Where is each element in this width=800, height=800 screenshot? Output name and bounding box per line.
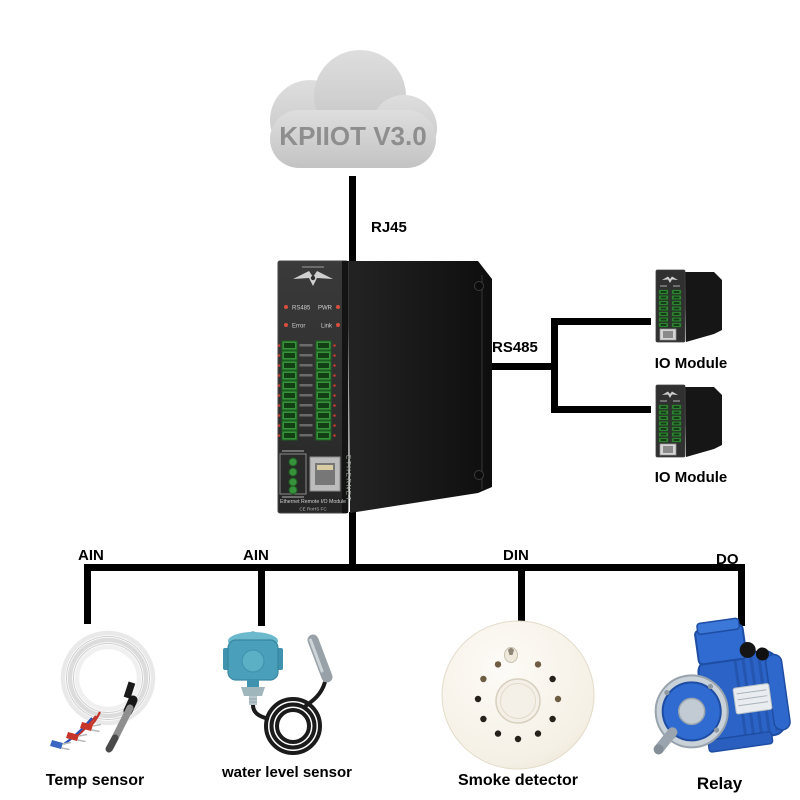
water-sensor-probe [301, 634, 333, 710]
led-label-error: Error [292, 324, 305, 330]
branch-port-label-ain2: AIN [243, 547, 269, 564]
gateway-cert-label: CE RoHS FC [299, 507, 327, 512]
io-module-2-logo-icon [662, 391, 678, 398]
rs485-stub-line [492, 363, 558, 370]
cloud-to-gateway-line [349, 176, 356, 264]
cloud-shape [264, 50, 440, 178]
cloud-label: KPIIOT V3.0 [279, 121, 426, 151]
serial-link-label: RS485 [492, 339, 538, 356]
led-label-rs485: RS485 [292, 306, 311, 312]
branch-drop-do [738, 564, 745, 626]
gateway-power-terminal [279, 450, 307, 498]
io-module-1-ethernet-jack [659, 328, 677, 341]
temp-sensor-label: Temp sensor [45, 772, 145, 789]
rs485-branch-top-line [551, 318, 651, 325]
led-label-pwr: PWR [318, 306, 333, 312]
ethernet-port-label: ETHERNET [345, 455, 352, 502]
temp-sensor-fork-terminals [50, 722, 102, 751]
rs485-branch-bottom-line [551, 406, 651, 413]
water-level-sensor-label: water level sensor [221, 764, 353, 781]
water-level-sensor-image [223, 631, 333, 755]
branch-drop-din [518, 564, 525, 622]
water-sensor-transmitter-head [223, 631, 283, 705]
smoke-detector-image [441, 620, 595, 770]
gateway-to-bus-line [349, 512, 356, 569]
rs485-trunk-line [551, 318, 558, 413]
gateway-brand-logo-icon [293, 266, 333, 286]
branch-drop-ain1 [84, 564, 91, 624]
water-sensor-cable-coil [251, 697, 322, 755]
relay-motor-body [653, 617, 791, 755]
gateway-housing [277, 260, 492, 514]
led-label-link: Link [321, 324, 333, 330]
wan-link-label: RJ45 [371, 219, 407, 236]
branch-port-label-do: DO [716, 551, 739, 568]
smoke-detector-led-knob [504, 647, 518, 663]
branch-port-label-din: DIN [503, 547, 529, 564]
temp-sensor-image [50, 630, 156, 753]
smoke-detector-vent-holes [474, 661, 562, 743]
io-module-2-ethernet-jack [659, 443, 677, 456]
smoke-detector-label: Smoke detector [457, 772, 579, 789]
field-bus-line [84, 564, 745, 571]
temp-sensor-probe [105, 695, 138, 753]
cloud-image: KPIIOT V3.0 [264, 50, 440, 178]
smoke-detector-test-button [495, 678, 541, 724]
gateway-led-labels: RS485 PWR Error Link [284, 305, 340, 330]
io-module-2-image [655, 384, 722, 458]
io-module-2-label: IO Module [654, 469, 728, 486]
branch-port-label-ain1: AIN [78, 547, 104, 564]
io-module-1-label: IO Module [654, 355, 728, 372]
relay-label: Relay [696, 774, 743, 793]
io-module-1-logo-icon [662, 276, 678, 283]
gateway-device-image: RS485 PWR Error Link ETH [277, 260, 492, 514]
branch-drop-ain2 [258, 564, 265, 626]
gateway-model-label: Ethernet Remote I/O Module [280, 499, 346, 505]
relay-image [653, 617, 791, 755]
gateway-ethernet-jack [309, 456, 341, 492]
io-module-1-image [655, 269, 722, 343]
